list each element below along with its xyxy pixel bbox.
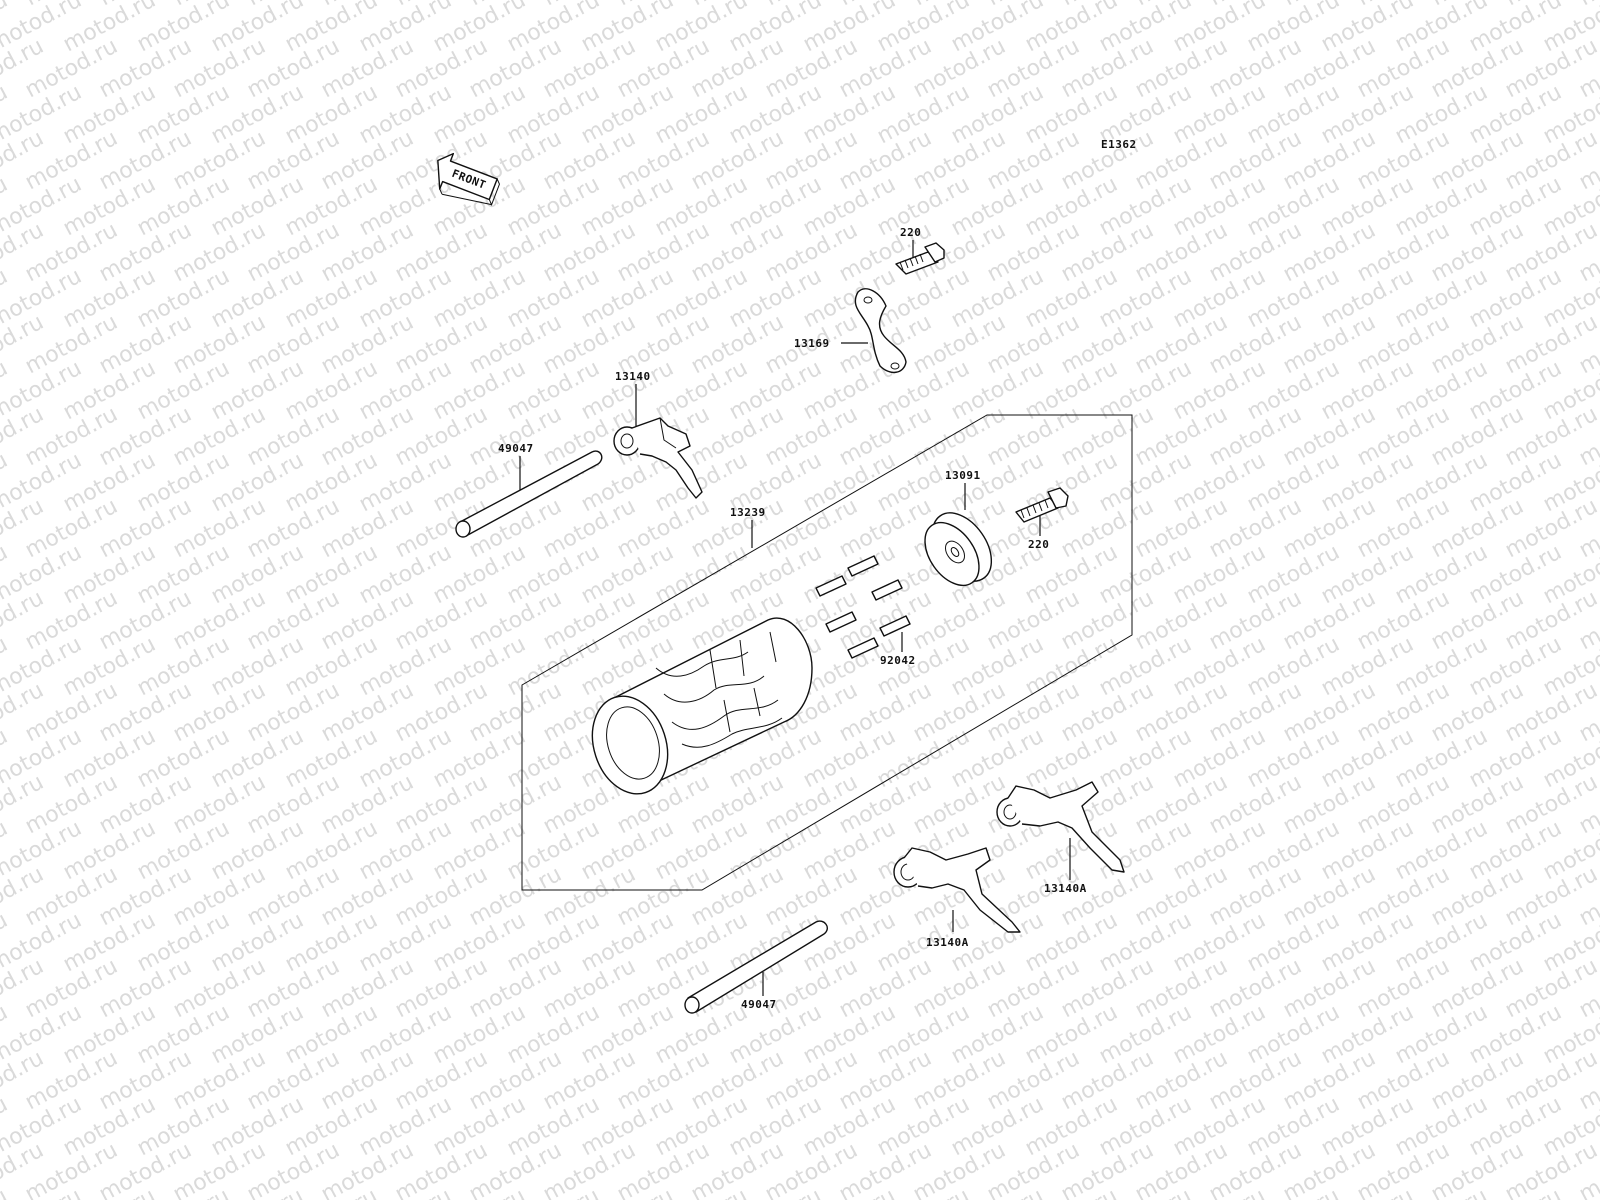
- label-13239: 13239: [730, 506, 766, 519]
- label-13091: 13091: [945, 469, 981, 482]
- label-49047-bottom: 49047: [741, 998, 777, 1011]
- label-220-right: 220: [1028, 538, 1049, 551]
- label-13140a-right: 13140A: [1044, 882, 1087, 895]
- label-13140a-left: 13140A: [926, 936, 969, 949]
- label-220-top: 220: [900, 226, 921, 239]
- label-13169: 13169: [794, 337, 830, 350]
- watermark-text: motod.ru: [1575, 0, 1600, 11]
- watermark-text: motod.ru: [0, 1184, 12, 1200]
- label-92042: 92042: [880, 654, 916, 667]
- diagram-code: E1362: [1101, 138, 1137, 151]
- label-13140-top: 13140: [615, 370, 651, 383]
- label-49047-top: 49047: [498, 442, 534, 455]
